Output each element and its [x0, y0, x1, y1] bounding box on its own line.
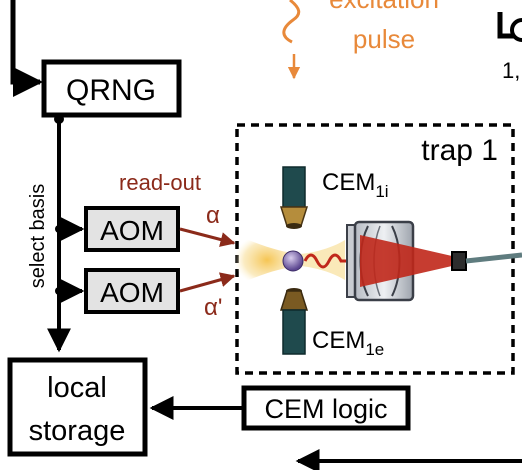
excitation-label: excitation [329, 0, 439, 14]
cem-1e-label: CEM1e [312, 327, 384, 359]
qrng-input-wire [10, 0, 43, 97]
cem-lower-detector [279, 288, 309, 355]
optical-fiber [465, 252, 522, 264]
alpha-label: α [206, 202, 220, 229]
aom-top-label: AOM [100, 215, 164, 246]
cem-logic-block: CEM logic [241, 385, 411, 431]
alpha-prime-label: α' [204, 294, 222, 321]
qrng-label: QRNG [66, 74, 156, 107]
cem-upper-detector [279, 166, 309, 229]
aom-bottom-label: AOM [100, 277, 164, 308]
cem-logic-label: CEM logic [264, 394, 387, 424]
top-right-partial-text: 1, [502, 58, 520, 83]
readout-arrow-alpha-prime [179, 272, 236, 293]
readout-arrow-alpha [179, 227, 236, 247]
cem-1i-label: CEM1i [322, 169, 389, 201]
local-storage-block: local storage [7, 357, 148, 457]
fiber-coupler [451, 251, 467, 271]
local-storage-label-line2: storage [29, 415, 126, 447]
atom [282, 250, 304, 272]
trap-label: trap 1 [421, 134, 498, 167]
qrng-block: QRNG [41, 59, 182, 118]
top-right-partial-circle [510, 18, 522, 42]
top-right-partial-wire [497, 12, 515, 39]
excitation-pulse-squiggle [282, 0, 301, 44]
photon-emission [303, 253, 352, 269]
local-storage-label-line1: local [47, 372, 107, 404]
aom-top-block: AOM [84, 206, 180, 252]
readout-beam-right [300, 240, 345, 280]
collected-light-cone [360, 235, 452, 287]
aom-bottom-block: AOM [84, 268, 180, 314]
pulse-label: pulse [353, 24, 415, 54]
select-basis-label: select basis [27, 184, 49, 289]
readout-beam [234, 234, 300, 286]
read-out-label: read-out [119, 170, 201, 195]
